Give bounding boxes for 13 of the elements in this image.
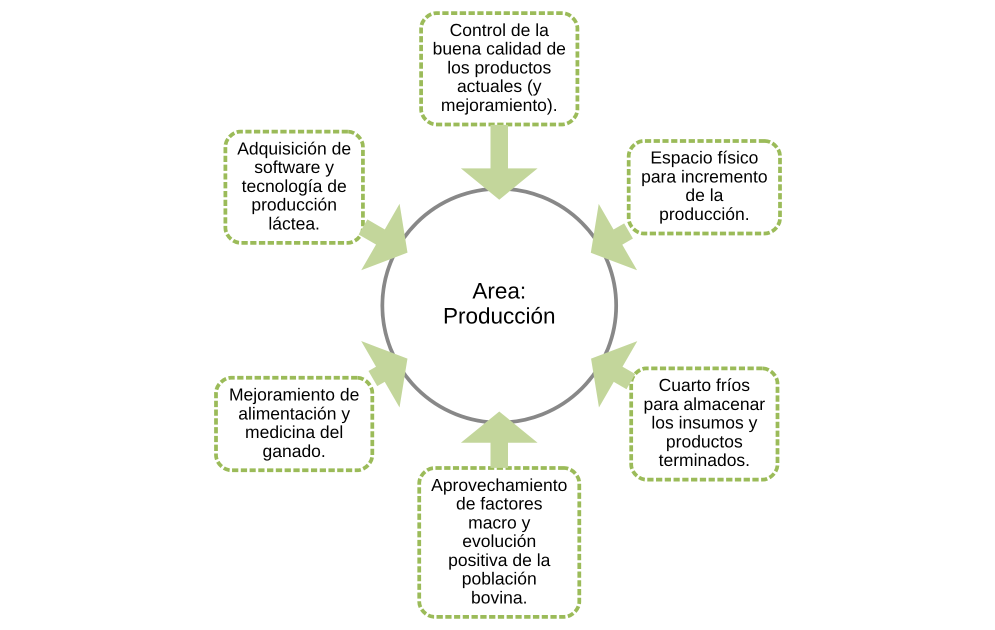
arrow [460, 124, 538, 200]
arrow [358, 204, 407, 270]
node-box: Adquisición de software y tecnología de producción láctea. [223, 130, 364, 245]
arrow [590, 204, 637, 270]
node-box: Control de la buena calidad de los productos actuales (y mejoramiento). [418, 11, 579, 126]
arrow [360, 341, 407, 408]
arrow [460, 411, 538, 468]
node-box: Espacio físico para incremento de la producción. [626, 139, 782, 236]
node-circle: Area: Producción [380, 186, 618, 424]
node-box: Cuarto fríos para almacenar los insumos y productos terminados. [628, 366, 779, 482]
node-box: Mejoramiento de alimentación y medicina del ganado. [214, 376, 374, 472]
node-box: Aprovechamiento de factores macro y evolución positiva de la población bovina. [416, 466, 581, 619]
arrow [590, 341, 637, 408]
